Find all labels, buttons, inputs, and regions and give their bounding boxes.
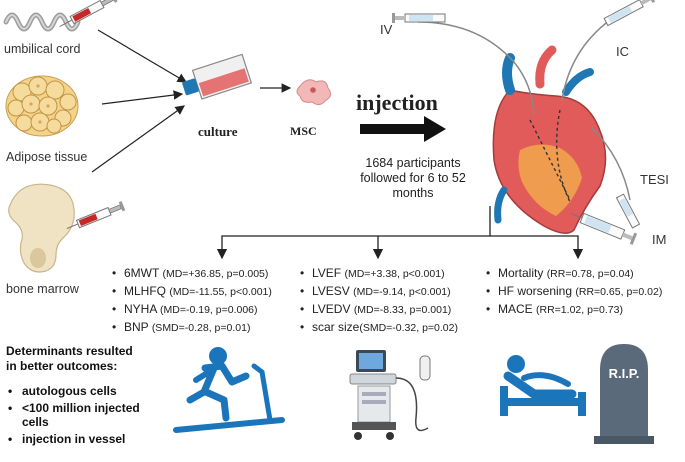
- determinants-box: Determinants resulted in better outcomes…: [6, 344, 166, 449]
- clinical-outcomes-list: Mortality (RR=0.78, p=0.04) HF worsening…: [486, 265, 662, 319]
- source-label-bone: bone marrow: [6, 282, 79, 296]
- tombstone-text: R.I.P.: [608, 366, 640, 381]
- umbilical-cord-icon: [3, 12, 81, 32]
- pelvis-bone-icon: [8, 183, 75, 273]
- route-label-ic: IC: [616, 44, 629, 59]
- syringe-icon: [66, 201, 126, 229]
- outcome-item: 6MWT (MD=+36.85, p=0.005): [112, 265, 272, 283]
- determinants-list: autologous cells <100 million injected c…: [6, 384, 166, 446]
- functional-outcomes-list: 6MWT (MD=+36.85, p=0.005) MLHFQ (MD=-11.…: [112, 265, 272, 337]
- syringe-icon: [603, 0, 656, 27]
- outcome-item: scar size(SMD=-0.32, p=0.02): [300, 319, 458, 337]
- injection-label: injection: [356, 90, 438, 115]
- determinant-item: injection in vessel: [6, 432, 166, 446]
- injection-arrow: [360, 116, 446, 142]
- route-label-im: IM: [652, 232, 667, 247]
- arrow-adipose-to-culture: [101, 90, 184, 105]
- route-label-iv: IV: [380, 22, 393, 37]
- source-label-adipose: Adipose tissue: [6, 150, 88, 164]
- outcome-item: LVEF (MD=+3.38, p<0.001): [300, 265, 458, 283]
- determinant-item: <100 million injected cells: [6, 401, 166, 429]
- tombstone-icon: [594, 344, 654, 444]
- route-label-tesi: TESI: [640, 172, 669, 187]
- participants-line-2: followed for 6 to 52: [360, 171, 466, 185]
- ic-catheter-line: [561, 19, 611, 101]
- arrow-bone-to-culture: [91, 105, 185, 173]
- arrow-to-clinical: [490, 235, 584, 260]
- culture-flask-icon: [182, 53, 253, 100]
- outcome-item: NYHA (MD=-0.19, p=0.006): [112, 301, 272, 319]
- outcome-item: MACE (RR=1.02, p=0.73): [486, 301, 662, 319]
- outcome-item: BNP (SMD=-0.28, p=0.01): [112, 319, 272, 337]
- syringe-icon: [570, 212, 638, 245]
- determinants-title-line-1: Determinants resulted: [6, 344, 133, 358]
- outcome-item: LVESV (MD=-9.14, p<0.001): [300, 283, 458, 301]
- adipose-tissue-icon: [5, 75, 79, 137]
- cardiac-outcomes-list: LVEF (MD=+3.38, p<0.001) LVESV (MD=-9.14…: [300, 265, 458, 337]
- syringe-icon: [59, 0, 118, 28]
- syringe-icon: [615, 193, 641, 229]
- ultrasound-machine-icon: [349, 350, 431, 440]
- arrow-to-functional: [216, 206, 491, 260]
- determinant-item: autologous cells: [6, 384, 166, 398]
- heart-icon: [492, 45, 607, 234]
- msc-cell-icon: [296, 79, 332, 106]
- determinants-title-line-2: in better outcomes:: [6, 359, 118, 373]
- source-label-umbilical: umbilical cord: [4, 42, 81, 56]
- syringe-icon: [392, 13, 446, 23]
- msc-label: MSC: [290, 124, 317, 138]
- outcome-item: HF worsening (RR=0.65, p=0.02): [486, 283, 662, 301]
- arrow-umbilical-to-culture: [97, 29, 188, 83]
- culture-label: culture: [198, 124, 238, 139]
- participants-line-3: months: [392, 186, 434, 200]
- outcome-item: Mortality (RR=0.78, p=0.04): [486, 265, 662, 283]
- participants-text: 1684 participants followed for 6 to 52 m…: [338, 156, 488, 201]
- hospital-bed-icon: [500, 355, 586, 416]
- iv-catheter-line: [417, 21, 535, 115]
- tesi-catheter-line: [591, 127, 631, 201]
- outcome-item: MLHFQ (MD=-11.55, p<0.001): [112, 283, 272, 301]
- participants-line-1: 1684 participants: [365, 156, 461, 170]
- outcome-item: LVEDV (MD=-8.33, p=0.001): [300, 301, 458, 319]
- treadmill-runner-icon: [173, 347, 285, 433]
